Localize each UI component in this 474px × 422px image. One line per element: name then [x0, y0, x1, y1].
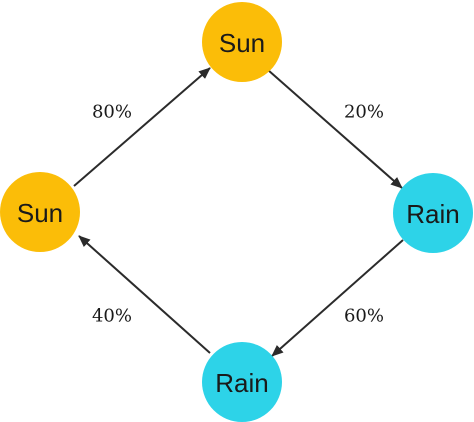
node-right-label: Rain — [406, 199, 459, 229]
node-top-sun: Sun — [202, 2, 282, 82]
node-left-circle — [0, 172, 80, 252]
node-top-circle — [202, 2, 282, 82]
edge-bottom-to-left — [78, 235, 211, 354]
edge-label-left-to-top: 80% — [92, 102, 132, 123]
node-left-sun: Sun — [0, 172, 80, 252]
edge-left-to-top — [73, 67, 211, 187]
edge-top-to-right — [267, 69, 403, 189]
edge-label-right-to-bottom: 60% — [344, 306, 384, 327]
node-bottom-rain: Rain — [202, 342, 282, 422]
edge-label-top-to-right: 20% — [344, 102, 384, 123]
node-bottom-label: Rain — [215, 368, 268, 398]
node-top-label: Sun — [219, 28, 265, 58]
node-right-rain: Rain — [393, 173, 473, 253]
node-right-circle — [393, 173, 473, 253]
edge-label-bottom-to-left: 40% — [92, 306, 132, 327]
edge-right-to-bottom — [271, 239, 404, 357]
node-bottom-circle — [202, 342, 282, 422]
node-left-label: Sun — [17, 198, 63, 228]
